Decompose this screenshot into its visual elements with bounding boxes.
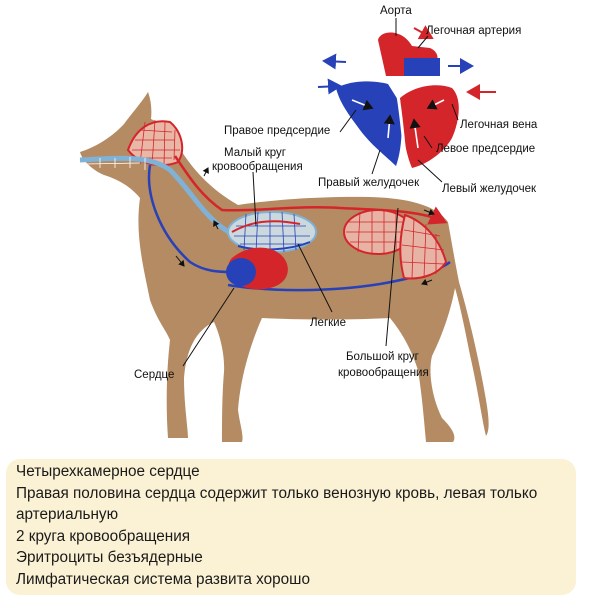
label-left-atrium: Левое предсердие	[436, 143, 535, 155]
label-heart: Сердце	[134, 369, 174, 381]
body-heart	[226, 247, 288, 290]
label-right-ventricle: Правый желудочек	[318, 177, 420, 189]
label-pulmonary-vein: Легочная вена	[460, 119, 538, 131]
fact-four-chamber: Четырехкамерное сердце	[16, 463, 200, 480]
leader-lines	[182, 18, 459, 367]
label-pulmonary-artery: Легочная артерия	[426, 25, 521, 37]
fact-erythrocytes: Эритроциты безъядерные	[16, 549, 203, 567]
label-right-atrium: Правое предсердие	[224, 125, 330, 137]
label-aorta: Аорта	[380, 5, 412, 17]
heart-detail	[317, 25, 496, 168]
label-left-ventricle: Левый желудочек	[442, 183, 537, 195]
label-big-circle-2: кровообращения	[338, 367, 429, 379]
fact-heart-halves: Правая половина сердца содержит только в…	[16, 484, 538, 502]
label-lungs: Легкие	[310, 317, 346, 329]
label-big-circle-1: Большой круг	[346, 351, 419, 363]
label-small-circle-1: Малый круг	[224, 147, 286, 159]
labels: Аорта Легочная артерия Правое предсердие…	[134, 5, 538, 381]
fact-heart-halves-cont: артериальную	[16, 506, 119, 524]
label-small-circle-2: кровообращения	[212, 161, 303, 173]
fact-two-circles: 2 круга кровообращения	[16, 527, 191, 545]
fact-lymphatic: Лимфатическая система развита хорошо	[16, 570, 310, 588]
facts-box: Четырехкамерное сердце Правая половина с…	[6, 459, 576, 595]
